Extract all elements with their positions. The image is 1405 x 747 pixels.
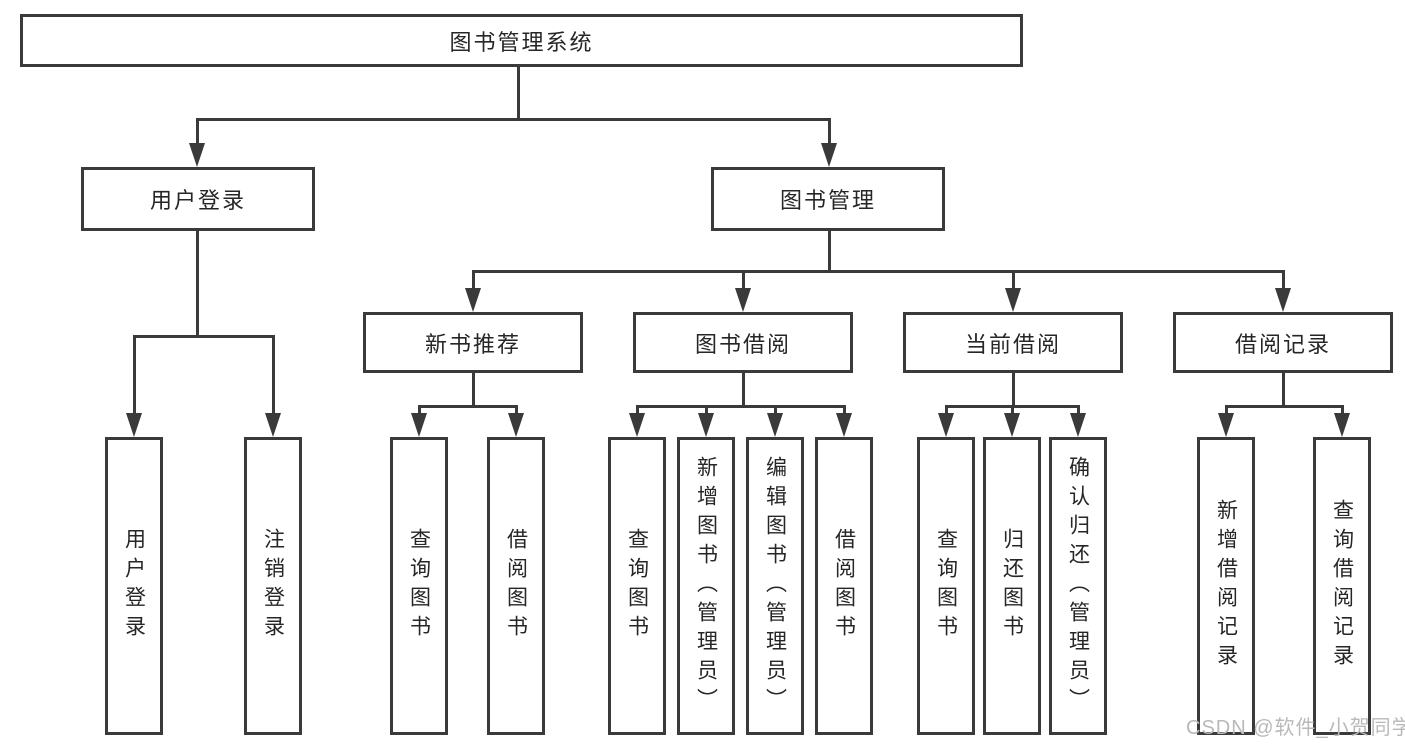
arrowhead-down xyxy=(735,288,751,312)
arrowhead-down xyxy=(836,413,852,437)
connector-hline xyxy=(472,270,1285,273)
leaf-logout-label: 注销登录 xyxy=(261,528,285,644)
connector-vline xyxy=(418,405,421,417)
connector-vline xyxy=(742,373,745,407)
node-book-management-label: 图书管理 xyxy=(779,188,876,213)
connector-vline xyxy=(828,231,831,272)
node-current-borrow-label: 当前借阅 xyxy=(964,331,1061,357)
node-book-borrow: 图书借阅 xyxy=(633,312,853,373)
leaf-query-books-2: 查询图书 xyxy=(608,437,666,735)
leaf-add-borrow-record: 新增借阅记录 xyxy=(1197,437,1255,735)
connector-vline xyxy=(196,118,199,145)
leaf-borrow-books-2-label: 借阅图书 xyxy=(832,528,856,644)
node-new-book-recommend-label: 新书推荐 xyxy=(424,331,521,357)
connector-vline xyxy=(472,373,475,407)
arrowhead-down xyxy=(265,413,281,437)
node-borrow-records: 借阅记录 xyxy=(1173,312,1393,373)
leaf-add-book-admin: 新增图书（管理员） xyxy=(677,437,735,735)
leaf-borrow-books-1: 借阅图书 xyxy=(487,437,545,735)
leaf-user-login-label: 用户登录 xyxy=(122,528,146,644)
leaf-return-books-label: 归还图书 xyxy=(1000,528,1024,644)
leaf-query-borrow-record-label: 查询借阅记录 xyxy=(1330,499,1354,673)
connector-vline xyxy=(742,270,745,291)
arrowhead-down xyxy=(629,413,645,437)
connector-vline xyxy=(515,405,518,417)
connector-vline xyxy=(1077,405,1080,417)
leaf-confirm-return-admin-label: 确认归还（管理员） xyxy=(1066,455,1090,717)
node-current-borrow: 当前借阅 xyxy=(903,312,1123,373)
arrowhead-down xyxy=(938,413,954,437)
leaf-borrow-books-1-label: 借阅图书 xyxy=(504,528,528,644)
leaf-query-books-3: 查询图书 xyxy=(917,437,975,735)
csdn-watermark: CSDN @软件_小贺同学 xyxy=(1186,717,1405,739)
connector-vline xyxy=(517,66,520,119)
connector-vline xyxy=(1225,405,1228,417)
connector-vline xyxy=(133,335,136,415)
connector-vline xyxy=(272,335,275,415)
leaf-logout: 注销登录 xyxy=(244,437,302,735)
arrowhead-down xyxy=(767,413,783,437)
connector-vline xyxy=(1282,373,1285,407)
connector-vline xyxy=(196,231,199,336)
leaf-query-books-2-label: 查询图书 xyxy=(625,528,649,644)
node-borrow-records-label: 借阅记录 xyxy=(1234,331,1331,357)
leaf-confirm-return-admin: 确认归还（管理员） xyxy=(1049,437,1107,735)
arrowhead-down xyxy=(411,413,427,437)
connector-vline xyxy=(472,270,475,291)
leaf-query-borrow-record: 查询借阅记录 xyxy=(1313,437,1371,735)
connector-hline xyxy=(418,405,518,408)
leaf-query-books-1: 查询图书 xyxy=(390,437,448,735)
connector-vline xyxy=(1341,405,1344,417)
leaf-edit-book-admin-label: 编辑图书（管理员） xyxy=(763,455,787,717)
connector-hline xyxy=(133,335,275,338)
arrowhead-down xyxy=(821,143,837,167)
arrowhead-down xyxy=(126,413,142,437)
connector-vline xyxy=(774,405,777,417)
arrowhead-down xyxy=(1070,413,1086,437)
node-book-borrow-label: 图书借阅 xyxy=(694,331,791,357)
arrowhead-down xyxy=(465,288,481,312)
connector-vline xyxy=(945,405,948,417)
connector-hline xyxy=(196,118,831,121)
arrowhead-down xyxy=(1218,413,1234,437)
leaf-borrow-books-2: 借阅图书 xyxy=(815,437,873,735)
node-user-login: 用户登录 xyxy=(81,167,315,231)
connector-vline xyxy=(705,405,708,417)
arrowhead-down xyxy=(698,413,714,437)
leaf-add-borrow-record-label: 新增借阅记录 xyxy=(1214,499,1238,673)
arrowhead-down xyxy=(1334,413,1350,437)
node-root-label: 图书管理系统 xyxy=(449,29,594,55)
connector-vline xyxy=(636,405,639,417)
arrowhead-down xyxy=(1275,288,1291,312)
node-new-book-recommend: 新书推荐 xyxy=(363,312,583,373)
leaf-query-books-3-label: 查询图书 xyxy=(934,528,958,644)
leaf-query-books-1-label: 查询图书 xyxy=(407,528,431,644)
connector-vline xyxy=(828,118,831,145)
node-user-login-label: 用户登录 xyxy=(149,188,246,213)
connector-hline xyxy=(636,405,846,408)
arrowhead-down xyxy=(1005,288,1021,312)
connector-hline xyxy=(1225,405,1344,408)
connector-vline xyxy=(1011,405,1014,417)
connector-vline xyxy=(1012,373,1015,407)
node-book-management: 图书管理 xyxy=(711,167,945,231)
connector-vline xyxy=(1282,270,1285,291)
leaf-return-books: 归还图书 xyxy=(983,437,1041,735)
node-root: 图书管理系统 xyxy=(20,14,1023,67)
arrowhead-down xyxy=(508,413,524,437)
leaf-add-book-admin-label: 新增图书（管理员） xyxy=(694,455,718,717)
leaf-edit-book-admin: 编辑图书（管理员） xyxy=(746,437,804,735)
connector-vline xyxy=(1012,270,1015,291)
arrowhead-down xyxy=(189,143,205,167)
connector-vline xyxy=(843,405,846,417)
arrowhead-down xyxy=(1004,413,1020,437)
leaf-user-login: 用户登录 xyxy=(105,437,163,735)
